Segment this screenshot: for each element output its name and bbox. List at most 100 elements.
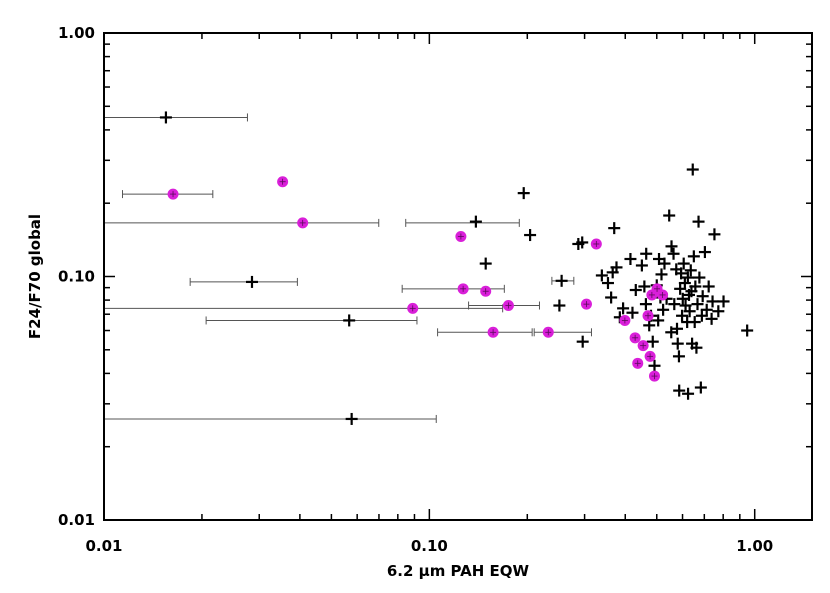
plus-marker: [345, 412, 358, 425]
y-axis-ticks: 0.01 0.10 1.00: [58, 24, 812, 529]
plus-marker: [608, 222, 621, 235]
plus-marker: [693, 271, 706, 284]
plus-marker: [691, 298, 704, 311]
dot-cross: [651, 373, 658, 380]
plus-marker: [469, 215, 482, 228]
plus-marker: [555, 274, 568, 287]
plus-marker: [712, 305, 725, 318]
y-tick-label: 1.00: [58, 24, 95, 42]
plus-marker: [610, 261, 623, 274]
plus-marker: [667, 247, 680, 260]
y-axis-title: F24/F70 global: [26, 214, 44, 339]
plus-marker: [686, 163, 699, 176]
plus-marker: [741, 324, 754, 337]
plus-marker: [639, 298, 652, 311]
dot-cross: [621, 317, 628, 324]
plus-marker: [717, 295, 730, 308]
plus-marker: [671, 322, 684, 335]
plus-marker: [655, 268, 668, 281]
plus-marker: [698, 246, 711, 259]
dot-cross: [645, 312, 652, 319]
dot-cross: [170, 191, 177, 198]
plus-marker: [665, 240, 678, 253]
x-tick-label: 0.01: [85, 537, 122, 555]
plus-marker: [652, 314, 665, 327]
dot-cross: [279, 178, 286, 185]
error-bars: [104, 113, 592, 423]
plus-marker: [643, 319, 656, 332]
dot-cross: [659, 291, 666, 298]
plus-marker: [705, 312, 718, 325]
plus-marker: [245, 275, 258, 288]
x-tick-label: 0.10: [411, 537, 448, 555]
dot-cross: [457, 233, 464, 240]
plus-marker: [671, 337, 684, 350]
plus-marker: [682, 387, 695, 400]
plus-marker: [702, 280, 715, 293]
dot-cross: [583, 301, 590, 308]
dot-cross: [460, 285, 467, 292]
plus-marker: [692, 215, 705, 228]
y-tick-label: 0.10: [58, 268, 95, 286]
plus-marker: [663, 209, 676, 222]
dot-cross: [647, 353, 654, 360]
dot-cross: [632, 334, 639, 341]
x-tick-label: 1.00: [736, 537, 773, 555]
plus-marker: [675, 267, 688, 280]
plus-marker: [646, 335, 659, 348]
dot-cross: [640, 342, 647, 349]
plus-marker: [676, 292, 689, 305]
plus-marker: [159, 111, 172, 124]
plus-marker: [524, 229, 537, 242]
plus-marker: [683, 305, 696, 318]
plus-marker: [694, 381, 707, 394]
x-axis-ticks: 0.01 0.10 1.00: [85, 33, 773, 555]
plus-marker: [688, 316, 701, 329]
plus-marker: [605, 291, 618, 304]
plus-marker: [706, 295, 719, 308]
plus-marker: [657, 303, 670, 316]
dot-cross: [490, 329, 497, 336]
dot-cross: [648, 291, 655, 298]
plus-marker: [700, 303, 713, 316]
data-markers: [159, 111, 754, 425]
plus-marker: [676, 309, 689, 322]
plus-marker: [343, 314, 356, 327]
dot-cross: [409, 305, 416, 312]
dot-cross: [545, 329, 552, 336]
dot-cross: [299, 219, 306, 226]
plus-marker: [624, 252, 637, 265]
plus-marker: [708, 228, 721, 241]
plus-marker: [681, 271, 694, 284]
dot-cross: [482, 288, 489, 295]
dot-cross: [634, 360, 641, 367]
plot-frame: [103, 32, 813, 521]
plus-marker: [668, 298, 681, 311]
plus-marker: [553, 299, 566, 312]
plus-marker: [576, 236, 589, 249]
plus-marker: [690, 341, 703, 354]
plus-marker: [689, 280, 702, 293]
plus-marker: [677, 257, 690, 270]
plus-marker: [601, 277, 614, 290]
x-axis-title: 6.2 μm PAH EQW: [387, 562, 530, 580]
plus-marker: [517, 187, 530, 200]
plus-marker: [479, 257, 492, 270]
plus-marker: [626, 306, 639, 319]
dot-cross: [593, 240, 600, 247]
plus-marker: [638, 280, 651, 293]
plus-marker: [617, 302, 630, 315]
plus-marker: [648, 359, 661, 372]
plus-marker: [684, 264, 697, 277]
plus-marker: [696, 290, 709, 303]
plus-marker: [629, 284, 642, 297]
plus-marker: [595, 269, 608, 282]
dot-cross: [505, 302, 512, 309]
plus-marker: [576, 335, 589, 348]
dot-cross: [654, 285, 661, 292]
plus-marker: [673, 384, 686, 397]
plus-marker: [640, 247, 653, 260]
plus-marker: [687, 250, 700, 263]
y-tick-label: 0.01: [58, 511, 95, 529]
